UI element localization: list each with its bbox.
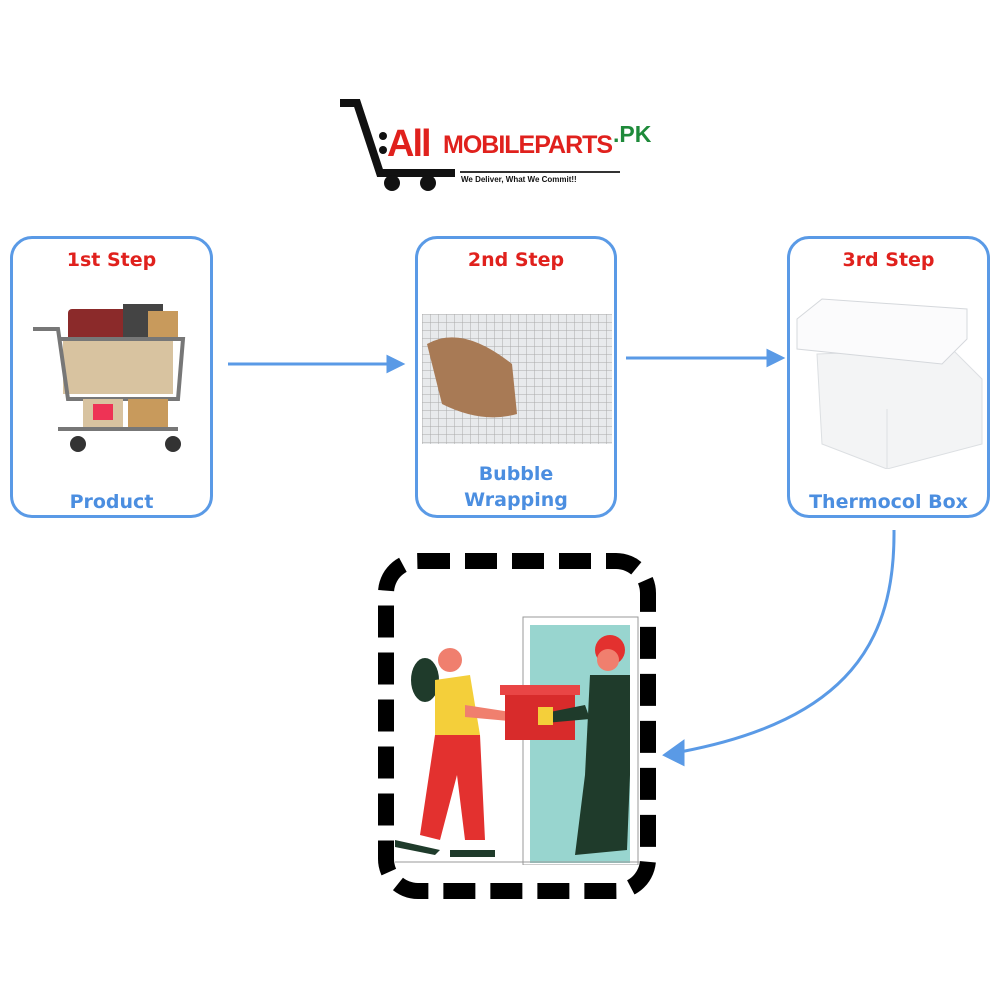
logo-tagline: We Deliver, What We Commit!! [461,175,577,184]
step-2-title: 2nd Step [467,249,565,271]
arrow-step1-to-step2 [228,354,406,374]
thermocol-box-image [796,298,983,469]
logo-brand-mobileparts: MOBILEPARTS [443,131,613,159]
step-1-title: 1st Step [66,249,157,271]
step-3-label: Thermocol Box [809,491,968,513]
cart-logo-icon [340,99,455,191]
logo-brand-pk: .PK [613,121,652,147]
step-1-label: Product [69,491,154,513]
logo-brand-all: All [387,123,432,165]
delivery-frame [378,553,656,899]
bubble-wrap-image [422,314,612,444]
arrow-step3-to-delivery [662,529,896,767]
logo: All MOBILEPARTS .PK We Deliver, What We … [335,95,675,195]
step-2-label: Bubble Wrapping [464,463,568,511]
logo-underline [460,171,620,173]
arrow-step2-to-step3 [626,348,786,368]
delivery-handover-illustration [395,616,640,865]
step-2-card: 2nd Step Bubble Wrapping [415,236,617,518]
step-3-card: 3rd Step Thermocol Box [787,236,990,518]
step-3-title: 3rd Step [842,249,935,271]
shopping-cart-products-image [33,304,186,452]
step-1-card: 1st Step Product [10,236,213,518]
